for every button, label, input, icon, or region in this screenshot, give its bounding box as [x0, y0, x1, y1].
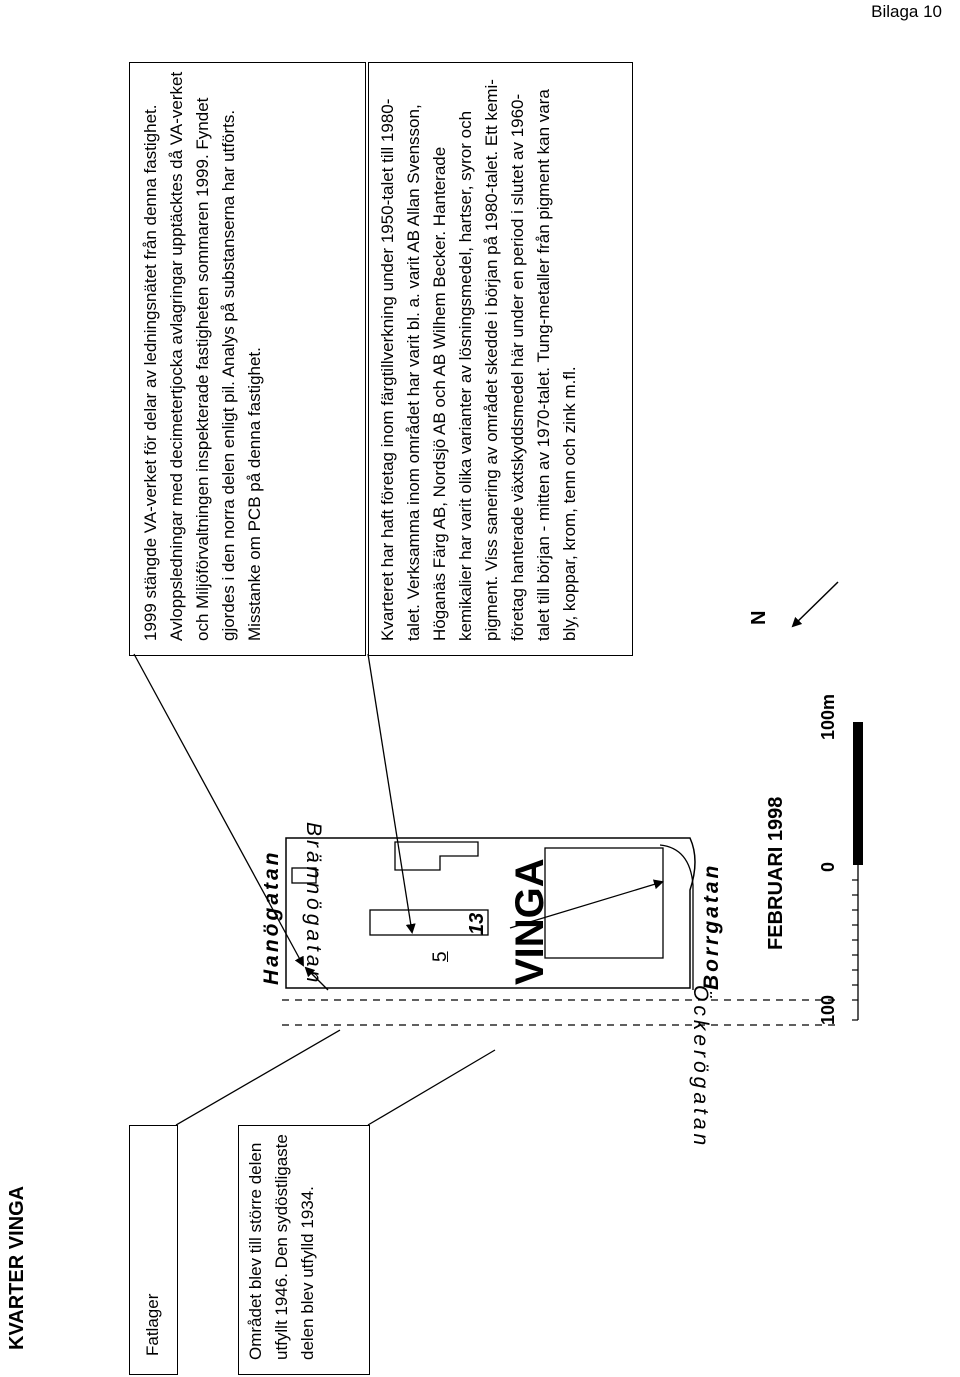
- va-verket-box: 1999 stängde VA-verket för delar av ledn…: [129, 62, 366, 656]
- building-north: [291, 867, 317, 884]
- fill-history-box: Området blev till större delen utfyllt 1…: [238, 1125, 370, 1375]
- scale-label-zero: 0: [818, 861, 838, 872]
- fill-history-callout: [367, 1049, 496, 1126]
- appendix-label: Bilaga 10: [871, 2, 942, 21]
- north-label: N: [748, 610, 770, 625]
- building-south: [544, 847, 664, 959]
- scale-ticks: [852, 879, 858, 1021]
- plot-number-13: 13: [466, 912, 488, 935]
- borrgatan-road: [659, 844, 694, 990]
- scale-label-right: 100m: [818, 693, 838, 740]
- block-name: VINGA: [508, 858, 552, 985]
- building-east: [394, 841, 479, 871]
- north-arrow-icon: [791, 581, 839, 628]
- scale-solid: [853, 722, 863, 865]
- kvarteret-box: Kvarteret har haft företag inom färgtill…: [368, 62, 633, 656]
- building-middle: [369, 909, 489, 936]
- street-ockero: Öckerögatan: [689, 985, 712, 1150]
- arrow-to-hanogatan: [304, 966, 329, 991]
- street-branno: Brännögatan: [302, 822, 325, 987]
- fatlager-callout: [175, 1029, 341, 1126]
- block-outline: [285, 837, 696, 989]
- fatlager-box: Fatlager: [129, 1125, 178, 1375]
- street-hanogatan: Hanögatan: [260, 849, 283, 985]
- street-borrgatan: Borrgatan: [700, 862, 723, 990]
- kvarteret-arrow: [367, 653, 416, 934]
- scale-label-left: 100: [818, 994, 838, 1025]
- plot-number-5: 5: [430, 951, 451, 962]
- va-verket-arrow: [133, 653, 304, 967]
- arrow-to-south: [509, 879, 664, 929]
- date-label: FEBRUARI 1998: [765, 796, 787, 950]
